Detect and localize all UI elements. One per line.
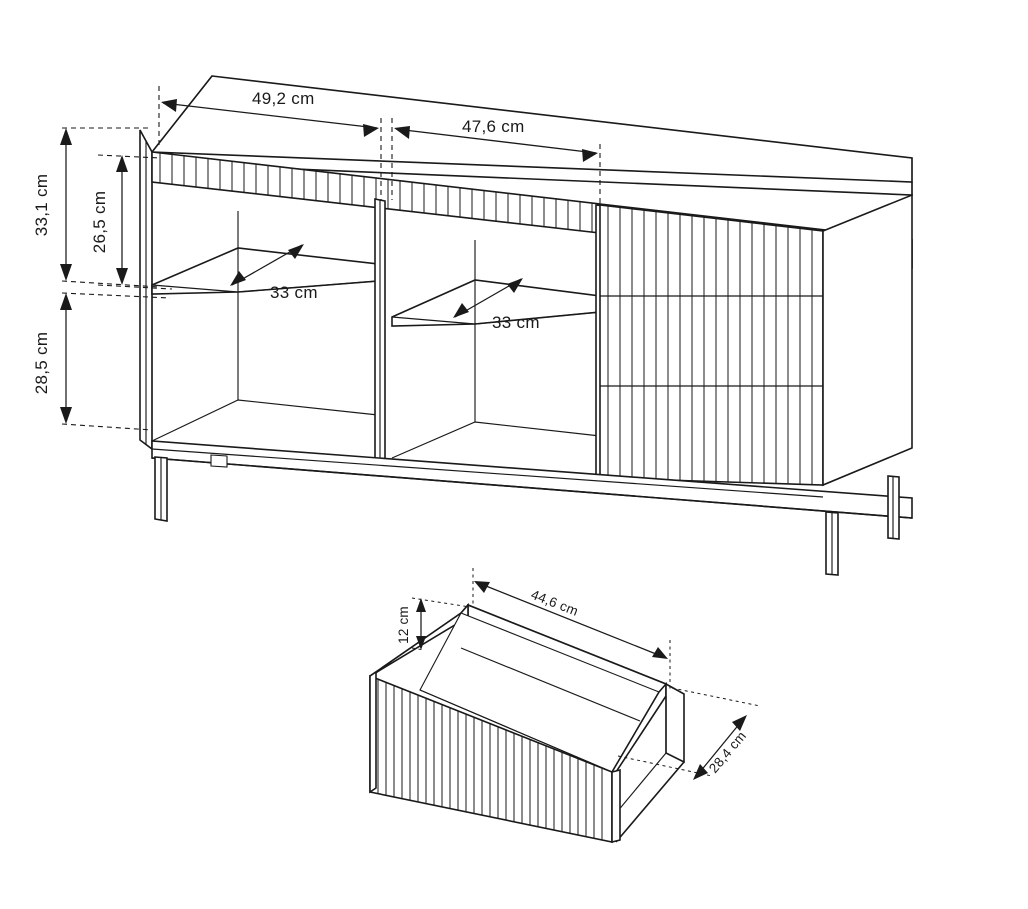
- cabinet-left-compartment-floor: [151, 399, 379, 442]
- dim-label-height-285: 28,5 cm: [32, 332, 51, 395]
- arrow-bottom-265: [116, 268, 128, 285]
- drawer-right-bottom-edge: [615, 761, 685, 843]
- cabinet-right-side-panel: [822, 193, 913, 487]
- arrow-lower-284: [693, 764, 708, 780]
- drawer-right-side-wall: [610, 681, 667, 773]
- dim-label-shelf-middle: 33 cm: [492, 313, 540, 332]
- cabinet-dimension-annotations: 49,2 cm 47,6 cm 33,1 cm 26,5: [32, 86, 601, 431]
- drawer-detail-body: [369, 602, 685, 844]
- dim-label-drawer-depth: 28,4 cm: [706, 728, 749, 776]
- cabinet-shelf-upper-left: [151, 247, 379, 295]
- cabinet-fluted-door-flutes: [600, 205, 823, 485]
- dim-label-height-331: 33,1 cm: [32, 174, 51, 237]
- dim-compartment-width-476: 47,6 cm: [391, 117, 601, 205]
- cabinet-top-left-corner: [151, 75, 213, 153]
- drawer-interior-inner-edge: [460, 647, 641, 722]
- drawer-left-side-inner: [369, 612, 462, 677]
- arrow-upper-33-mid: [507, 278, 523, 293]
- dim-height-331: 33,1 cm: [32, 127, 161, 288]
- drawer-interior-crease: [419, 689, 613, 773]
- cabinet-bottom-panel-front: [151, 457, 913, 519]
- cabinet-bottom-panel-right: [822, 447, 913, 486]
- cabinet-mid-compartment-floor: [391, 421, 601, 459]
- dim-height-265: 26,5 cm: [90, 154, 173, 290]
- arrow-lower-33-left: [230, 271, 246, 286]
- cabinet-center-bracket: [210, 454, 228, 468]
- dim-drawer-height-12: 12 cm: [396, 597, 471, 651]
- dim-label-height-265: 26,5 cm: [90, 191, 109, 254]
- dim-top-depth-492: 49,2 cm: [158, 86, 382, 200]
- arrow-upper-33-left: [288, 244, 304, 259]
- drawer-right-side-outer: [665, 682, 685, 764]
- cabinet-bottom-under-edge: [151, 448, 824, 498]
- drawer-front-right-return: [611, 768, 621, 844]
- arrow-right-476: [582, 149, 598, 162]
- arrow-top-265: [116, 155, 128, 172]
- arrow-left-446: [474, 581, 490, 593]
- arrow-top-331: [60, 128, 72, 145]
- arrow-lower-33-mid: [453, 303, 469, 318]
- drawer-front-left-return: [369, 670, 377, 794]
- dim-label-drawer-height: 12 cm: [396, 606, 411, 644]
- dim-label-compartment-width: 47,6 cm: [462, 117, 525, 136]
- dim-height-285: 28,5 cm: [32, 292, 171, 431]
- arrow-left-492: [161, 99, 177, 112]
- dim-shelf-middle-33: 33 cm: [453, 278, 540, 332]
- cabinet-fluted-door: [599, 204, 824, 486]
- arrow-right-492: [363, 124, 379, 137]
- cabinet-body: [139, 75, 913, 576]
- dim-label-top-depth: 49,2 cm: [252, 89, 315, 108]
- arrow-top-12: [416, 598, 426, 612]
- arrow-bottom-331: [60, 264, 72, 281]
- dim-label-shelf-left: 33 cm: [270, 283, 318, 302]
- arrow-left-476: [394, 126, 410, 139]
- arrow-top-285: [60, 293, 72, 310]
- dim-shelf-left-33: 33 cm: [230, 244, 318, 302]
- arrow-upper-284: [732, 715, 747, 731]
- arrow-bottom-12: [416, 636, 426, 650]
- arrow-bottom-285: [60, 407, 72, 424]
- arrow-right-446: [652, 647, 668, 659]
- cabinet-left-side-top: [139, 129, 153, 153]
